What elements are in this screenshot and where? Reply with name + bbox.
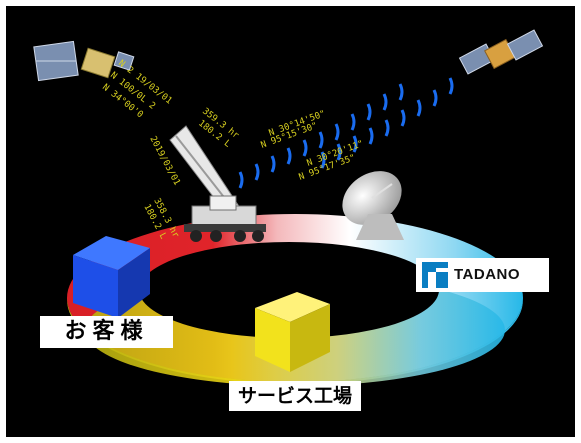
tadano-logo: TADANO: [416, 258, 549, 292]
antenna-dish-icon: [342, 171, 404, 240]
crane-icon: [169, 125, 266, 242]
service-factory-label: サービス工場: [229, 381, 361, 411]
tadano-logo-mark: [422, 262, 448, 288]
service-factory-cube: [255, 292, 330, 372]
tadano-wordmark: TADANO: [454, 266, 521, 283]
customer-label: お客様: [40, 316, 173, 348]
satellite-icon: [458, 29, 544, 75]
signal-waves-icon: [238, 77, 454, 189]
satellite-icon: [33, 40, 135, 82]
customer-cube: [73, 236, 150, 318]
